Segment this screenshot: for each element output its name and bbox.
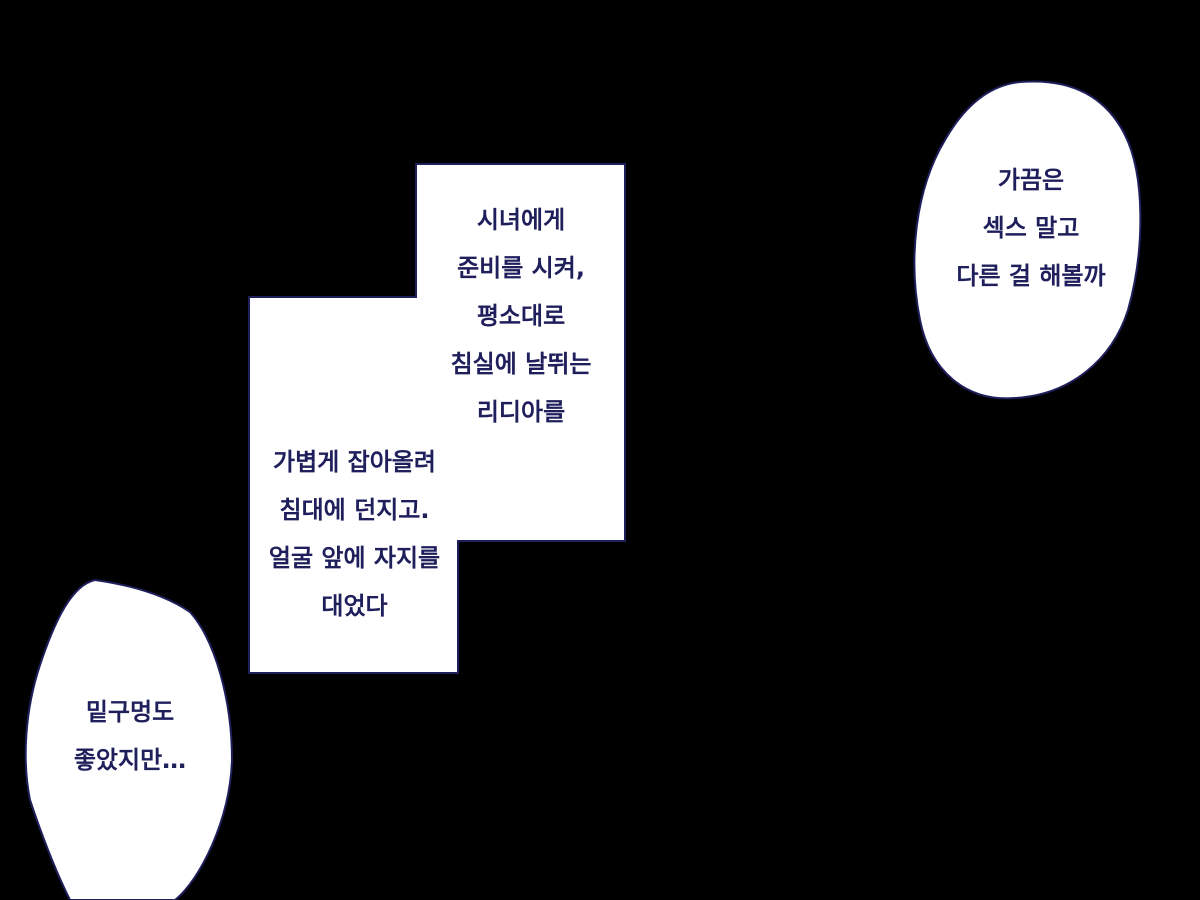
narration-upper-text: 시녀에게 준비를 시켜, 평소대로 침실에 날뛰는 리디아를 — [418, 196, 624, 436]
narration-lower-line: 침대에 던지고. — [279, 496, 430, 524]
narration-lower-line: 가볍게 잡아올려 — [273, 448, 436, 476]
narration-upper-line: 리디아를 — [476, 398, 566, 426]
narration-upper-line: 준비를 시켜, — [457, 254, 585, 282]
thought-right-line: 다른 걸 해볼까 — [956, 262, 1106, 290]
thought-right-line: 섹스 말고 — [982, 214, 1080, 242]
thought-right-line: 가끔은 — [997, 166, 1065, 194]
thought-bubble-right — [913, 80, 1142, 400]
narration-lower-line: 대었다 — [321, 592, 388, 620]
narration-lower-text: 가볍게 잡아올려 침대에 던지고. 얼굴 앞에 자지를 대었다 — [252, 438, 457, 630]
narration-box — [248, 163, 626, 674]
narration-lower-line: 얼굴 앞에 자지를 — [268, 544, 441, 572]
thought-left-line: 좋았지만… — [73, 746, 187, 774]
narration-upper-line: 시녀에게 — [476, 206, 566, 234]
narration-upper-line: 침실에 날뛰는 — [450, 350, 592, 378]
thought-left-text: 밑구멍도 좋았지만… — [30, 688, 230, 784]
thought-left-line: 밑구멍도 — [85, 698, 175, 726]
narration-upper-line: 평소대로 — [476, 302, 566, 330]
thought-right-text: 가끔은 섹스 말고 다른 걸 해볼까 — [920, 156, 1142, 300]
